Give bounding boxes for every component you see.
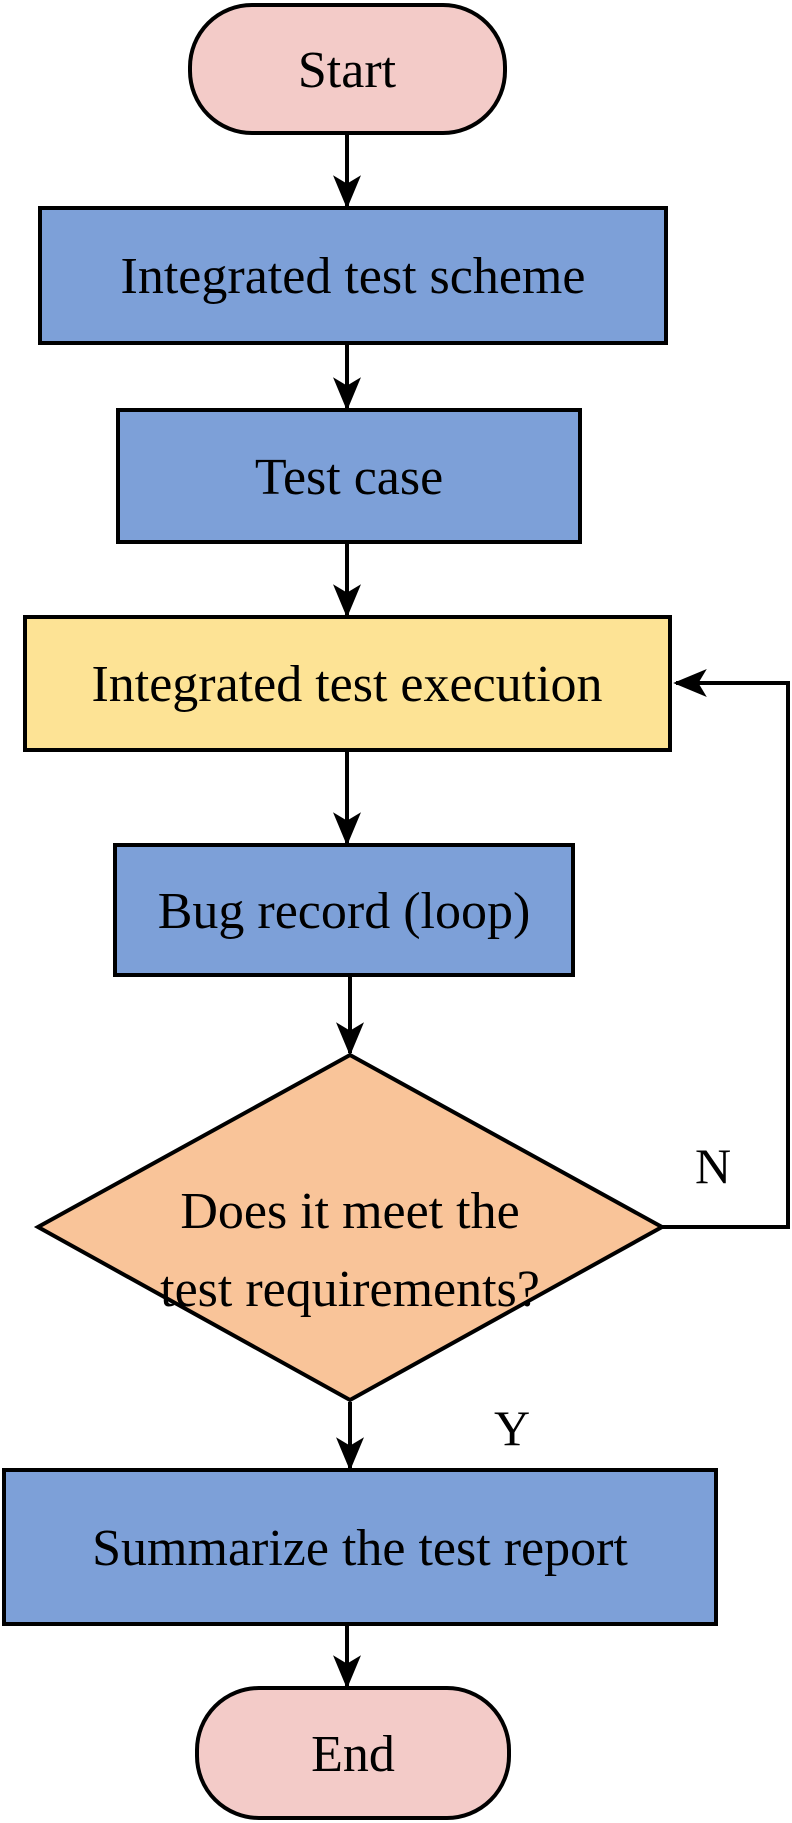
start-label: Start [298, 42, 397, 99]
test-case-node [116, 408, 582, 544]
integrated-test-execution-node [23, 615, 672, 752]
end-node [195, 1686, 511, 1820]
bug-record-label: Bug record (loop) [158, 883, 531, 940]
integrated-test-scheme-label: Integrated test scheme [121, 248, 586, 305]
integrated-test-execution-label: Integrated test execution [91, 656, 602, 713]
summarize-report-label: Summarize the test report [92, 1520, 628, 1577]
decision-node [33, 1052, 667, 1403]
start-node [188, 3, 507, 135]
yes-branch-label: Y [494, 1400, 530, 1456]
integrated-test-scheme-node [38, 206, 668, 345]
summarize-report-node [2, 1468, 718, 1626]
decision-label-line1: Does it meet the [180, 1183, 519, 1240]
test-case-label: Test case [255, 449, 443, 506]
no-branch-label: N [695, 1138, 731, 1194]
loop-arrow-decision-to-execution [662, 669, 790, 1229]
bug-record-node [113, 843, 575, 977]
decision-label-line2: test requirements? [160, 1261, 540, 1318]
end-label: End [311, 1726, 395, 1783]
